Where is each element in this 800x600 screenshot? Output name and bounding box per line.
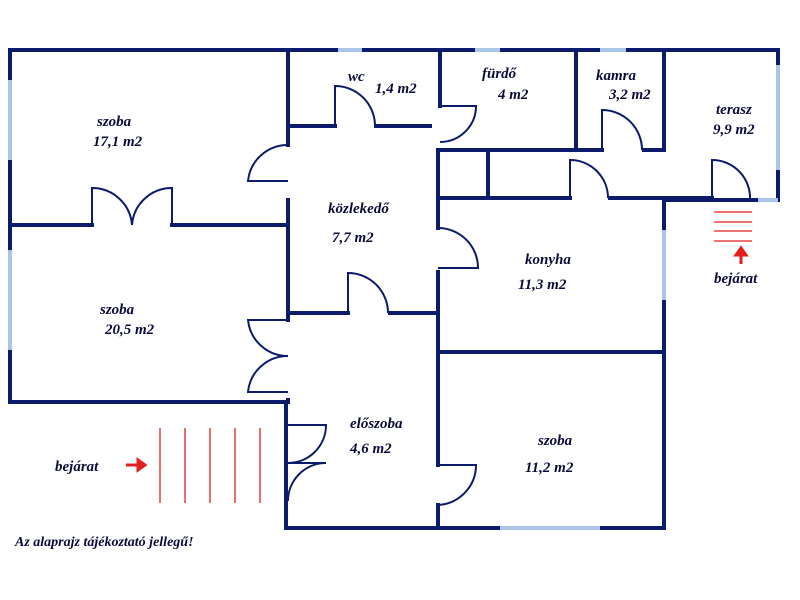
double-door [246,319,289,358]
bathroom-door [439,105,478,143]
room-name-szoba-3: szoba [537,433,573,449]
room-name-kamra: kamra [596,68,637,84]
room-door [437,464,478,506]
entrance-label-right: bejárat [714,271,758,287]
interior-walls [8,48,714,530]
left-entrance-arrow-icon [126,457,148,473]
room-area-szoba-1: 17,1 m2 [93,134,143,150]
room-door [246,143,289,182]
room-name-eloszoba: előszoba [350,416,403,432]
double-door [91,186,133,226]
room-name-wc: wc [348,69,365,85]
hall-door [347,271,389,314]
double-door [246,354,289,393]
room-area-szoba-3: 11,2 m2 [525,460,574,476]
room-area-kozlekedo: 7,7 m2 [332,230,374,246]
room-area-terasz: 9,9 m2 [713,122,755,138]
room-name-furdo: fürdő [482,66,518,82]
room-area-wc: 1,4 m2 [375,81,417,97]
room-area-szoba-2: 20,5 m2 [104,322,155,338]
kitchen-door [437,227,480,269]
right-stairs [714,211,752,242]
entrance-label-left: bejárat [55,459,99,475]
entrance-door [287,462,327,502]
doors [91,84,752,506]
room-name-szoba-2: szoba [99,302,135,318]
room-area-eloszoba: 4,6 m2 [349,441,392,457]
room-name-szoba-1: szoba [96,114,132,130]
room-name-kozlekedo: közlekedő [328,201,390,217]
box-door [569,158,609,199]
room-area-kamra: 3,2 m2 [608,87,651,103]
room-name-konyha: konyha [525,252,571,268]
room-area-furdo: 4 m2 [497,87,529,103]
terrace-door [711,158,752,201]
wc-door [334,84,376,127]
pantry-door [601,108,643,151]
disclaimer-note: Az alaprajz tájékoztató jellegű! [14,535,194,550]
right-entrance-arrow-icon [733,245,749,264]
room-name-terasz: terasz [716,102,752,118]
entrance-door [287,424,328,464]
windows [8,48,780,530]
room-area-konyha: 11,3 m2 [518,277,567,293]
double-door [131,186,173,226]
left-stairs [159,428,261,503]
